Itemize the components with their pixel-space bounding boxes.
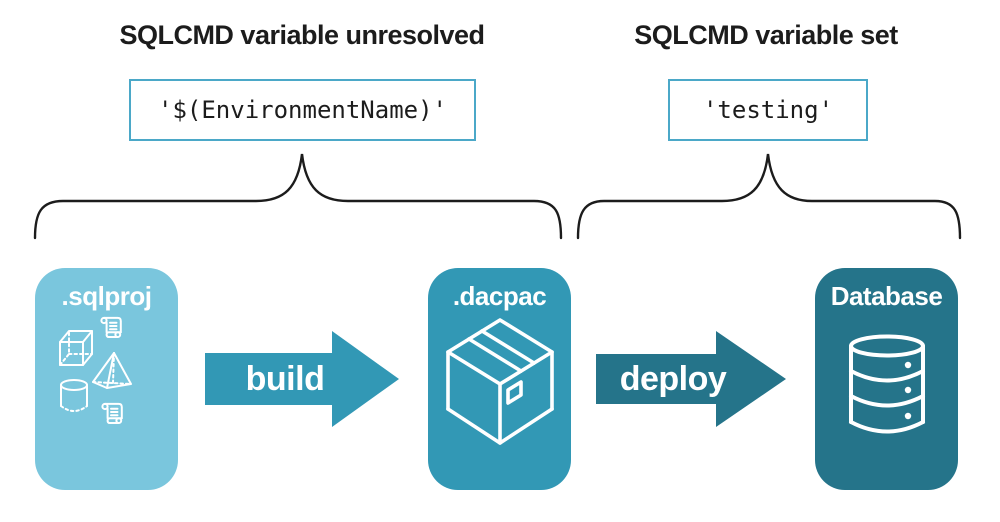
stage-dacpac-label: .dacpac [452, 281, 547, 311]
build-arrow-label: build [245, 359, 325, 398]
right-annotation-value-box: 'testing' [668, 79, 868, 141]
pyramid-icon [91, 352, 132, 389]
right-brace [576, 153, 962, 240]
database-icon [847, 334, 927, 436]
stage-database-label: Database [830, 281, 943, 311]
deploy-arrow-label: deploy [619, 359, 727, 398]
left-brace [33, 153, 563, 240]
build-arrow [205, 331, 400, 432]
script-icon [100, 402, 123, 424]
cylinder-icon [59, 379, 88, 412]
stage-dacpac: .dacpac [428, 268, 571, 490]
cube-icon [58, 330, 93, 366]
sqlcmd-variable-unresolved-value: '$(EnvironmentName)' [158, 96, 447, 124]
sqlcmd-variable-set-value: 'testing' [702, 96, 834, 124]
stage-sqlproj: .sqlproj [35, 268, 178, 490]
left-annotation-value-box: '$(EnvironmentName)' [129, 79, 476, 141]
deploy-arrow [596, 331, 788, 432]
right-annotation-title: SQLCMD variable set [634, 20, 898, 50]
left-annotation-title: SQLCMD variable unresolved [119, 20, 485, 50]
stage-database: Database [815, 268, 958, 490]
script-icon [99, 316, 122, 338]
stage-sqlproj-label: .sqlproj [61, 281, 152, 311]
sql-source-objects-icons [51, 312, 163, 434]
package-icon [445, 316, 555, 446]
